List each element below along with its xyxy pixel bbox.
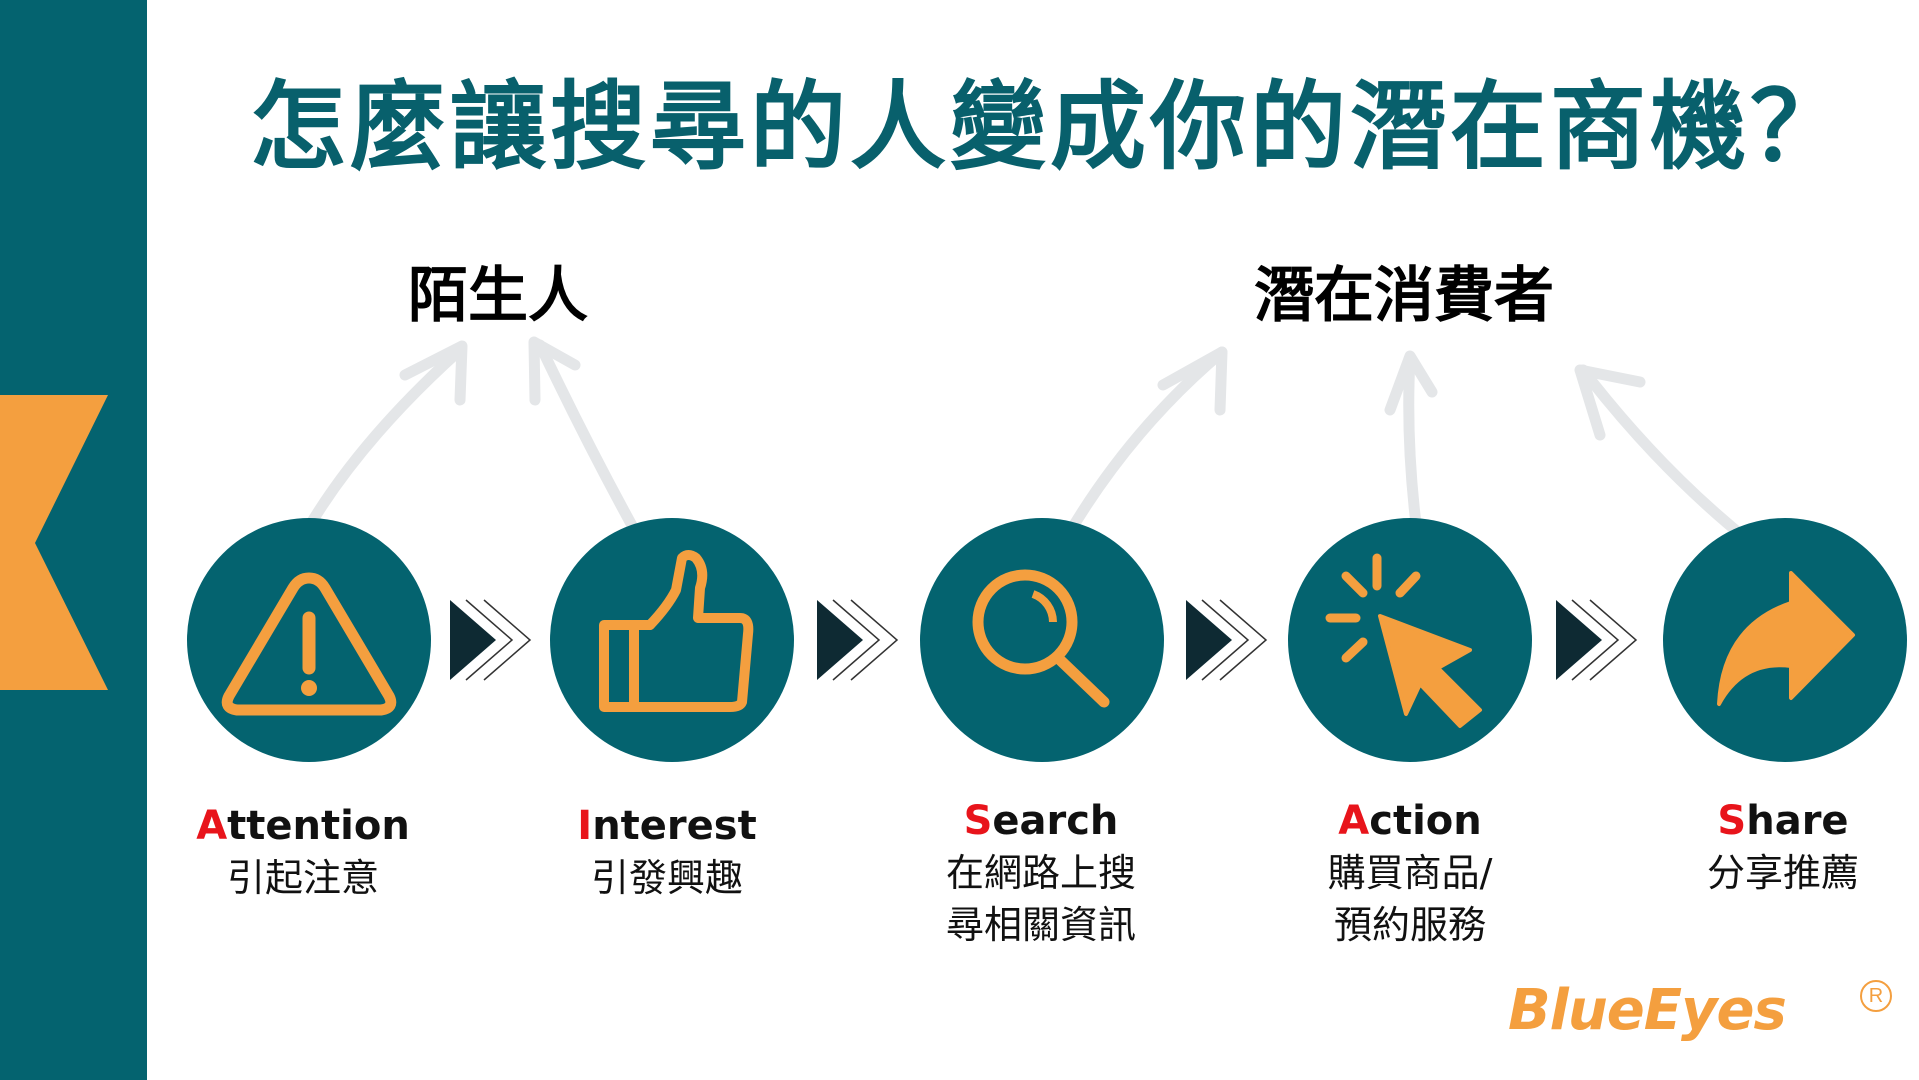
stage-rest: nterest (592, 803, 757, 849)
stage-initial: S (1717, 798, 1747, 844)
stage-name: Attention (153, 800, 453, 852)
stage-desc-line1: 購買商品/ (1327, 851, 1493, 895)
share-icon (1717, 571, 1855, 706)
arrow-interest-icon (534, 339, 646, 546)
stage-name: Action (1260, 795, 1560, 847)
stage-circle-attention (187, 518, 431, 762)
stage-desc-line1: 引發興趣 (590, 856, 743, 900)
stage-circle-action (1288, 518, 1532, 762)
arrow-share-icon (1577, 364, 1756, 548)
stage-name: Search (891, 795, 1191, 847)
group-label-potential-consumers: 潛在消費者 (1254, 261, 1554, 331)
stage-desc-line2: 預約服務 (1333, 903, 1486, 947)
stage-circle-interest (550, 518, 794, 762)
stage-initial: S (963, 798, 993, 844)
chevron-arrow-1 (450, 599, 532, 681)
stage-circle-share (1663, 518, 1907, 762)
chevron-arrow-3 (1186, 599, 1268, 681)
stage-desc-line1: 引起注意 (226, 856, 379, 900)
stage-initial: A (1338, 798, 1370, 844)
stage-label-search: Search 在網路上搜 尋相關資訊 (891, 795, 1191, 951)
stage-rest: ttention (227, 803, 410, 849)
thumbs-up-icon (599, 550, 754, 712)
chevron-arrow-4 (1556, 599, 1638, 681)
stage-rest: earch (992, 798, 1119, 844)
stage-label-action: Action 購買商品/ 預約服務 (1260, 795, 1560, 951)
stage-rest: hare (1746, 798, 1849, 844)
arrow-search-icon (1062, 346, 1228, 541)
stage-circle-search (920, 518, 1164, 762)
blueeyes-logo: BlueEyes (1508, 978, 1787, 1043)
stage-rest: ction (1369, 798, 1482, 844)
warning-icon (221, 572, 397, 716)
arrow-attention-icon (301, 344, 466, 536)
stage-initial: A (196, 803, 228, 849)
chevron-arrow-2 (817, 599, 899, 681)
flag-notch-shape (0, 395, 108, 690)
group-label-strangers: 陌生人 (408, 261, 588, 331)
left-sidebar-band (0, 0, 147, 1080)
stage-desc-line1: 在網路上搜 (945, 851, 1136, 895)
cursor-click-icon (1325, 553, 1482, 728)
stage-label-interest: Interest 引發興趣 (517, 800, 817, 904)
stage-name: Interest (517, 800, 817, 852)
registered-mark-icon: R (1860, 980, 1892, 1012)
page-title: 怎麼讓搜尋的人變成你的潛在商機？ (250, 71, 1850, 183)
stage-label-share: Share 分享推薦 (1633, 795, 1919, 899)
stage-desc-line1: 分享推薦 (1706, 851, 1859, 895)
search-icon (972, 569, 1110, 708)
stage-initial: I (577, 803, 593, 849)
stage-name: Share (1633, 795, 1919, 847)
stage-label-attention: Attention 引起注意 (153, 800, 453, 904)
stage-desc-line2: 尋相關資訊 (945, 903, 1136, 947)
